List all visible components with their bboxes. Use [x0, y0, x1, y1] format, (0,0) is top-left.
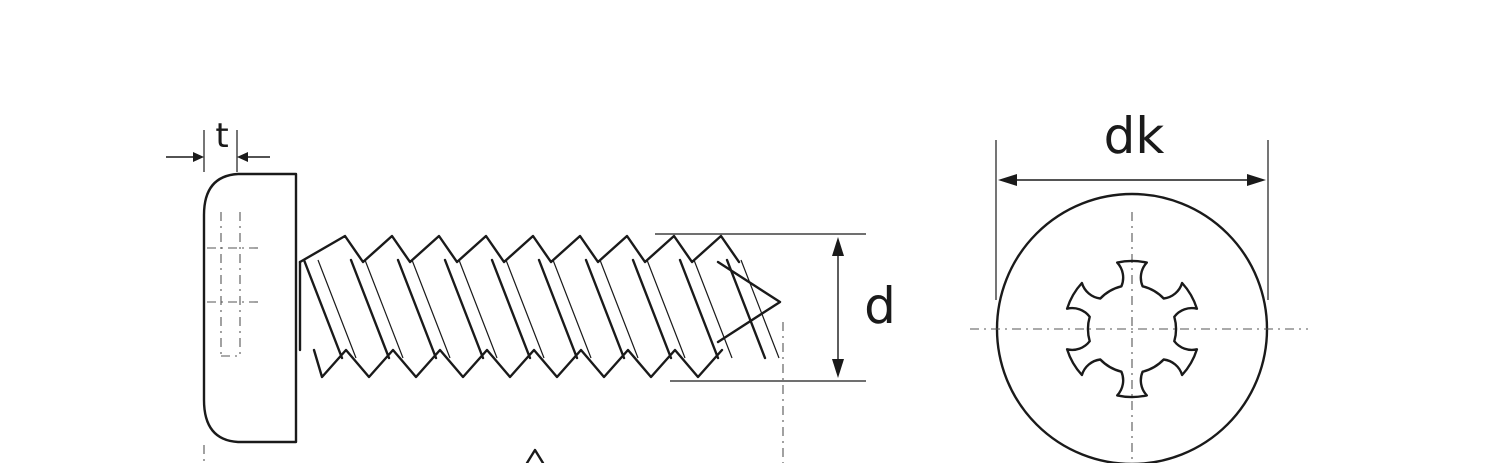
thread-flank-line — [396, 258, 438, 360]
thread-flank-line — [678, 258, 720, 360]
thread-flank-line — [364, 259, 404, 359]
thread-flank-line — [693, 259, 733, 359]
d-dimension: d — [655, 233, 896, 382]
thread-flank-line — [584, 258, 626, 360]
thread-flank-line — [537, 258, 579, 360]
screw-tip — [716, 260, 782, 344]
thread-profile — [298, 234, 780, 379]
thread-flank-line — [725, 258, 767, 360]
thread-flank-line — [505, 259, 545, 359]
thread-flank-line — [317, 259, 357, 359]
thread-top-crests — [298, 234, 741, 264]
thread-flank-line — [552, 259, 592, 359]
thread-flank-line — [599, 259, 639, 359]
screw-side-view: t d — [166, 116, 896, 463]
thread-flank-line — [302, 258, 344, 360]
d-label: d — [864, 277, 896, 335]
thread-flank-line — [349, 258, 391, 360]
screw-top-view: dk — [970, 107, 1308, 463]
thread-bottom-crests — [312, 348, 724, 379]
dk-label: dk — [1104, 107, 1165, 165]
hexalobular-socket-icon — [1065, 259, 1199, 399]
screw-head — [202, 172, 298, 444]
thread-flank-line — [443, 258, 485, 360]
thread-flank-line — [411, 259, 451, 359]
thread-flank-line — [631, 258, 673, 360]
thread-flank-line — [490, 258, 532, 360]
thread-flank-line — [646, 259, 686, 359]
t-label: t — [215, 116, 228, 156]
t-dimension: t — [166, 116, 270, 172]
length-arrow-fragment — [525, 448, 545, 463]
dk-dimension: dk — [998, 107, 1266, 186]
thread-flank-line — [740, 259, 780, 359]
thread-flank-line — [458, 259, 498, 359]
